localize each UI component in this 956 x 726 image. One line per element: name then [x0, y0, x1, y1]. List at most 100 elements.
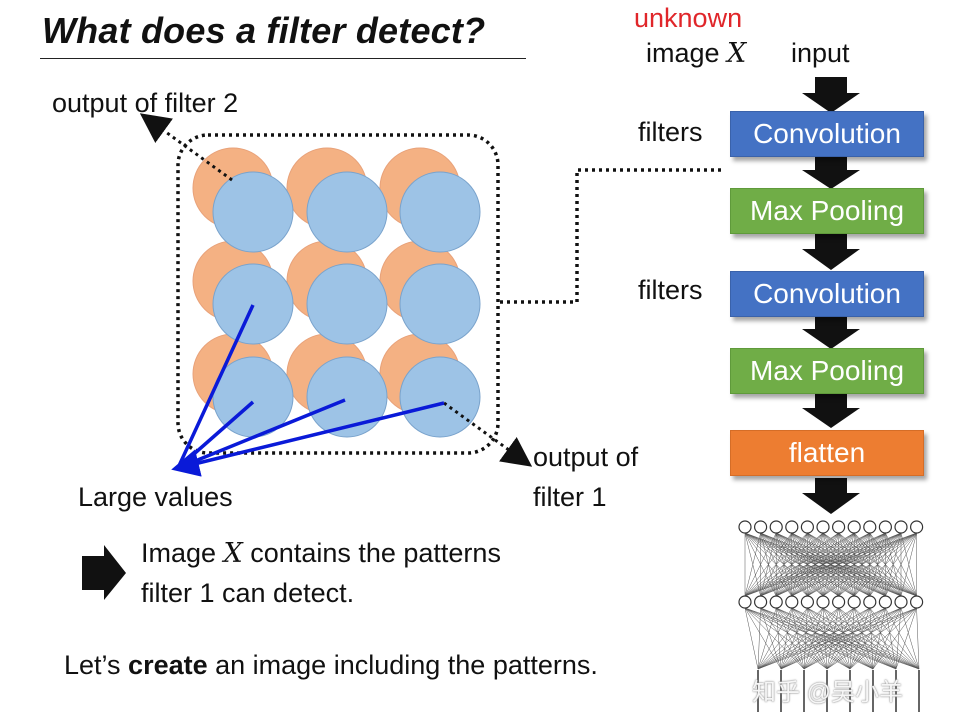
network-connection	[744, 532, 839, 597]
network-connection	[760, 607, 828, 670]
network-connection	[757, 607, 917, 670]
network-connection	[776, 607, 897, 670]
arrow-conv2-to-pool2	[802, 314, 860, 349]
frame-connector-line	[500, 168, 725, 304]
conclusion-line2: filter 1 can detect.	[141, 578, 355, 608]
network-connection	[838, 607, 920, 670]
network-connection	[760, 607, 920, 670]
network-connection	[757, 607, 855, 670]
network-connection	[885, 607, 920, 670]
network-node-layer-2	[816, 595, 830, 609]
network-connection	[838, 532, 917, 597]
network-connection	[791, 532, 917, 597]
network-connection	[757, 607, 902, 670]
network-node-layer-2	[863, 595, 877, 609]
conclusion-arrow-icon	[82, 545, 126, 600]
pipeline-arrows	[802, 77, 860, 514]
large-values-lines	[171, 304, 445, 477]
image-variable: X	[223, 538, 243, 569]
network-connection	[744, 607, 759, 670]
network-connection	[853, 607, 874, 670]
fully-connected-network	[738, 520, 924, 712]
network-connection	[803, 607, 886, 670]
network-connection	[791, 607, 874, 670]
network-node-layer-1	[816, 520, 830, 534]
network-connection	[807, 607, 920, 670]
network-connection	[916, 607, 920, 670]
conclusion-line1-pre: Image	[141, 538, 224, 568]
large-values-label: Large values	[78, 482, 233, 512]
network-connection	[744, 607, 782, 670]
network-connection	[780, 607, 839, 670]
network-connection	[744, 532, 761, 597]
network-node-layer-2	[800, 595, 815, 609]
network-connection	[775, 607, 782, 670]
conclusion-line1-post: contains the patterns	[242, 538, 501, 568]
network-connection	[780, 607, 902, 670]
network-connection	[869, 607, 920, 670]
feature-map-frame	[176, 133, 500, 455]
network-node-layer-2	[785, 595, 799, 609]
network-connection	[872, 607, 886, 670]
filter2-pointer-arrow	[139, 113, 233, 182]
page-title: What does a filter detect?	[42, 10, 486, 51]
network-connection	[744, 532, 902, 597]
network-node-layer-1	[909, 520, 924, 534]
network-node-layer-1	[800, 520, 815, 534]
max-pooling-block-2: Max Pooling	[730, 348, 924, 394]
network-connection	[849, 607, 902, 670]
network-connection	[776, 607, 874, 670]
flatten-block: flatten	[730, 430, 924, 476]
network-connection	[803, 607, 917, 670]
title-underline	[40, 58, 526, 59]
network-connection	[900, 532, 917, 597]
network-connection	[780, 607, 870, 670]
network-connection	[895, 607, 902, 670]
convolution-block-2: Convolution	[730, 271, 924, 317]
network-connection	[744, 532, 777, 597]
network-connection	[776, 607, 920, 670]
network-node-layer-2	[753, 595, 768, 609]
network-node-layer-1	[769, 520, 783, 534]
network-connection	[900, 607, 920, 670]
network-connection	[803, 607, 902, 670]
network-connection	[776, 607, 851, 670]
network-node-layer-2	[847, 595, 861, 609]
network-connection	[853, 607, 897, 670]
network-connection	[826, 607, 886, 670]
image-x-var: X	[727, 38, 747, 69]
conclusion-line1: Image X contains the patterns	[141, 538, 501, 569]
network-connection	[791, 607, 920, 670]
bottom-sentence-bold: create	[128, 650, 208, 680]
arrow-pool1-to-conv2	[802, 234, 860, 270]
network-connection	[869, 532, 917, 597]
network-connection	[849, 607, 886, 670]
network-connection	[760, 607, 897, 670]
network-connection	[822, 607, 851, 670]
network-connection	[780, 607, 793, 670]
network-connection	[775, 607, 805, 670]
output-filter1-label-line2: filter 1	[533, 482, 607, 512]
network-connection	[780, 607, 855, 670]
network-connection	[826, 607, 917, 670]
network-connection	[757, 607, 824, 670]
network-connection	[757, 607, 886, 670]
network-node-layer-1	[738, 520, 752, 534]
network-connection	[744, 607, 851, 670]
network-connection	[760, 607, 874, 670]
network-connection	[757, 607, 808, 670]
network-connection	[744, 607, 897, 670]
network-connection	[757, 607, 777, 670]
output-filter1-label-line1: output of	[533, 442, 639, 472]
network-connection	[807, 532, 917, 597]
arrow-input-to-conv1	[802, 77, 860, 113]
network-connection	[807, 607, 851, 670]
convolution-block-1: Convolution	[730, 111, 924, 157]
input-label: input	[791, 38, 850, 68]
network-connection	[744, 532, 886, 597]
unknown-label: unknown	[634, 3, 743, 33]
network-connection	[872, 607, 917, 670]
network-connection	[744, 532, 808, 597]
network-connection	[822, 607, 897, 670]
network-connection	[780, 607, 917, 670]
